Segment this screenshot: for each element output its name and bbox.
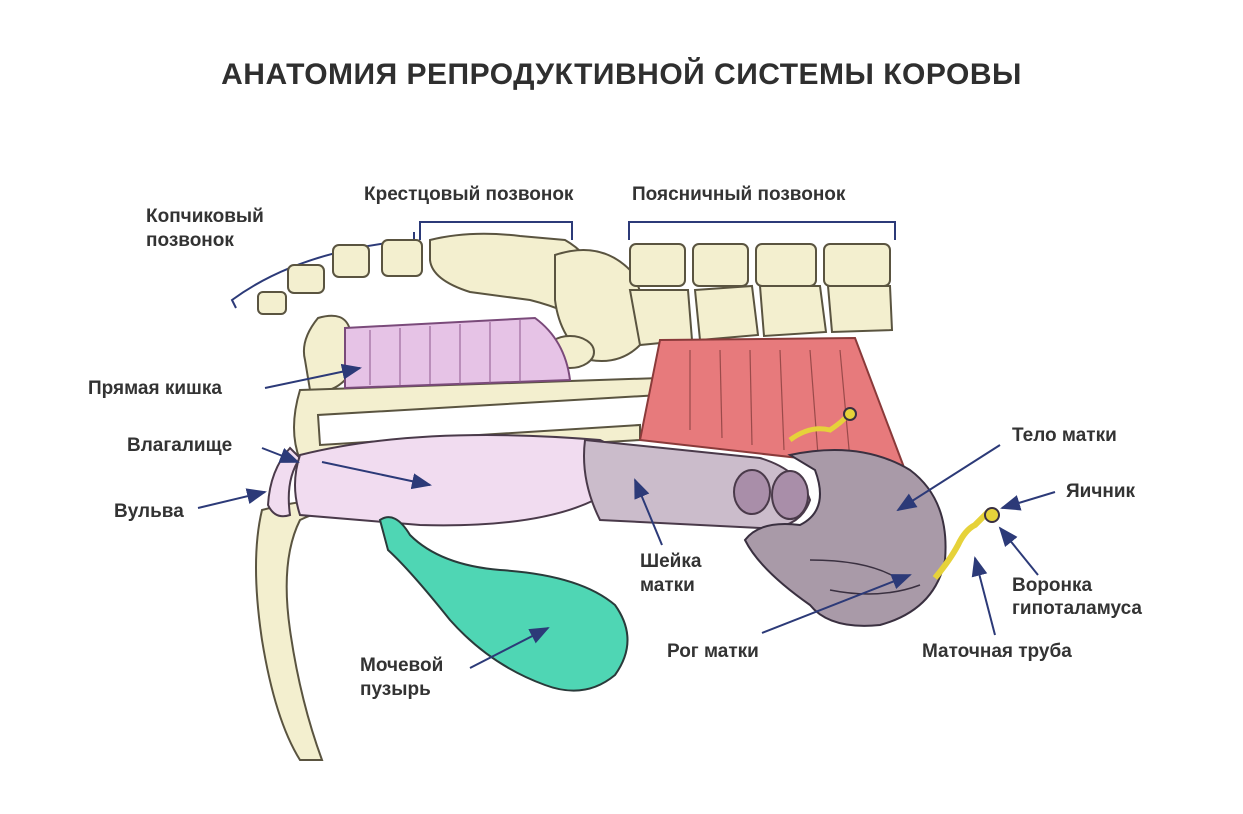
label-bladder-1: Мочевой: [360, 654, 443, 678]
label-cervix-2: матки: [640, 574, 695, 598]
lumbar-bracket: [629, 222, 895, 240]
label-infundibulum-2: гипоталамуса: [1012, 597, 1142, 621]
label-coccygeal-1: Копчиковый: [146, 205, 264, 229]
label-lumbar: Поясничный позвонок: [632, 183, 845, 207]
label-bladder-2: пузырь: [360, 678, 431, 702]
label-cervix-1: Шейка: [640, 550, 701, 574]
coccygeal-vertebrae: [258, 240, 422, 314]
label-coccygeal-2: позвонок: [146, 229, 234, 253]
label-vagina: Влагалище: [127, 434, 232, 458]
label-uterine-horn: Рог матки: [667, 640, 759, 664]
label-sacral: Крестцовый позвонок: [364, 183, 573, 207]
label-oviduct: Маточная труба: [922, 640, 1072, 664]
label-rectum: Прямая кишка: [88, 377, 222, 401]
rectum: [345, 318, 570, 388]
label-infundibulum-1: Воронка: [1012, 574, 1092, 598]
ovary-shape: [985, 508, 999, 522]
label-uterus-body: Тело матки: [1012, 424, 1117, 448]
lumbar-vertebrae: [630, 244, 892, 345]
label-ovary: Яичник: [1066, 480, 1135, 504]
label-vulva: Вульва: [114, 500, 184, 524]
